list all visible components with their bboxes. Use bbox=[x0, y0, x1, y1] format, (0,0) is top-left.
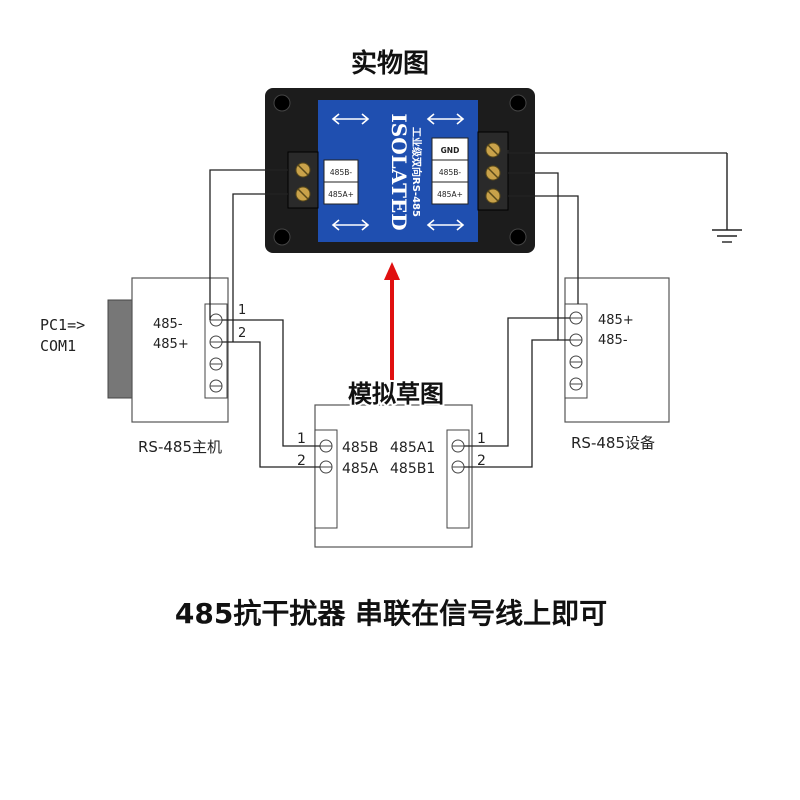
sketch-right-term-0: 485A1 bbox=[390, 440, 435, 456]
sketch-left-term-1: 485A bbox=[342, 461, 379, 477]
sketch-right-term-1: 485B1 bbox=[390, 461, 435, 477]
pc-port bbox=[107, 299, 133, 399]
sketch-left-num-1: 2 bbox=[297, 453, 306, 469]
mount-hole bbox=[273, 94, 291, 112]
sketch-left-term-0: 485B bbox=[342, 440, 378, 456]
screw-terminal-icon bbox=[569, 311, 583, 391]
rs485-host: PC1=> COM1 485- 485+ 1 2 RS-485主机 bbox=[40, 277, 246, 456]
caption: 485抗干扰器 串联在信号线上即可 bbox=[175, 597, 607, 630]
slave-term-0: 485+ bbox=[598, 313, 634, 328]
device-right-term-0: GND bbox=[441, 146, 460, 155]
up-arrow-icon bbox=[384, 262, 400, 400]
mount-hole bbox=[509, 94, 527, 112]
sketch-right-num-1: 2 bbox=[477, 453, 486, 469]
bidirectional-arrow-icon bbox=[331, 113, 465, 231]
sketch-left-num-0: 1 bbox=[297, 431, 306, 447]
screw-terminal-icon bbox=[295, 162, 311, 202]
ground-icon bbox=[712, 153, 742, 243]
host-term-0: 485- bbox=[153, 317, 183, 332]
sketch-right-num-0: 1 bbox=[477, 431, 486, 447]
pc-line1: PC1=> bbox=[40, 316, 85, 334]
pc-line2: COM1 bbox=[40, 337, 76, 355]
host-term-1: 485+ bbox=[153, 337, 189, 352]
device-left-term-0: 485B- bbox=[330, 168, 352, 177]
title-physical: 实物图 bbox=[351, 48, 429, 79]
device-left-term-1: 485A+ bbox=[328, 190, 354, 199]
sketch-box bbox=[314, 404, 473, 548]
host-wire-num-1: 2 bbox=[238, 326, 246, 341]
device-right-term-1: 485B- bbox=[439, 168, 461, 177]
rs485-slave: 485+ 485- RS-485设备 bbox=[564, 277, 670, 452]
device-right-term-2: 485A+ bbox=[437, 190, 463, 199]
device-subtitle: 工业级双向RS-485 bbox=[410, 127, 423, 217]
mount-hole bbox=[273, 228, 291, 246]
host-terminal-strip bbox=[204, 303, 228, 399]
sketch-left-strip bbox=[314, 429, 338, 529]
screw-terminal-icon bbox=[485, 142, 501, 204]
slave-terminal-strip bbox=[564, 303, 588, 399]
sketch-right-strip bbox=[446, 429, 470, 529]
slave-term-1: 485- bbox=[598, 333, 628, 348]
isolator-device: ISOLATED 工业级双向RS-485 485B- 485A+ GND 485… bbox=[265, 88, 535, 253]
host-wire-num-0: 1 bbox=[238, 303, 246, 318]
title-sketch: 模拟草图 bbox=[348, 380, 444, 408]
slave-label: RS-485设备 bbox=[571, 434, 655, 452]
device-brand: ISOLATED bbox=[387, 113, 411, 230]
wiring bbox=[209, 150, 727, 468]
isolator-sketch: 485B 485A 485A1 485B1 1 2 1 2 bbox=[297, 404, 486, 548]
right-label-plate bbox=[431, 137, 469, 205]
screw-terminal-icon bbox=[319, 439, 465, 474]
host-label: RS-485主机 bbox=[138, 438, 222, 456]
mount-hole bbox=[509, 228, 527, 246]
